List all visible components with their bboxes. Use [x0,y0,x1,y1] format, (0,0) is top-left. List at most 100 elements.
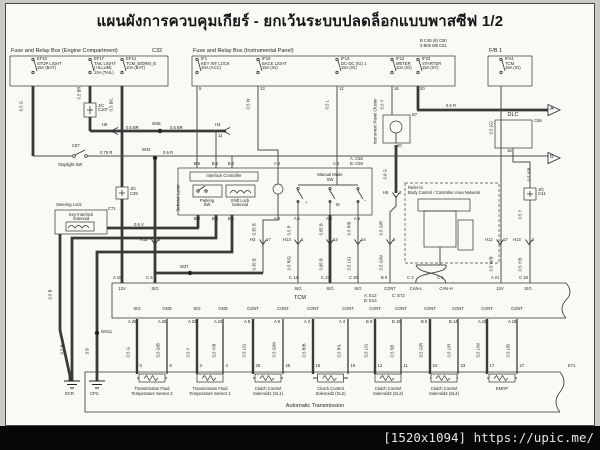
component-label: Interlock Controller [206,172,242,178]
wire-label: 0.5 BR [170,124,183,130]
connector-id: C87 [72,142,80,148]
wire-label: 0.5 B/L [108,98,114,112]
pin-id: B 9 [366,318,373,324]
schematic-page [5,3,595,426]
harness-ref: H6 [102,121,108,127]
pin-id: A 10 [113,275,122,280]
signal-label: SIG [294,285,302,291]
tcm-box [111,282,571,319]
wire-label: 0.5 BR [126,124,139,130]
pin-id: A 8 [244,318,251,324]
pin-id: B 6 [193,160,201,166]
wire-label: 0.5 L/W [475,342,481,358]
wire-label: Shift Lock [230,197,250,203]
component-label: Solenoid2 (SL2) [315,390,346,396]
harness-ref: 14 [361,237,366,242]
pin-id: C 2 [407,275,414,280]
at-symbol-glyphs [143,374,509,382]
page-title: แผนผังการควบคุมเกียร์ - ยกเว้นระบบปลดล็อ… [96,13,504,30]
fuse-id: IF13 [341,56,350,61]
harness-ref: 6 [393,237,396,242]
signal-label: CONT [277,306,289,311]
fuse-glyphs [31,57,506,75]
pin-id: A 8 [273,215,281,221]
selector-lever-box [177,167,373,216]
ground-symbols [64,380,105,389]
pin-number: 3 [199,363,202,368]
connector-id: J/C [130,186,137,191]
pin-number: 16 [315,363,321,368]
module-label: Automatic Transmission [285,402,345,409]
fuse-name: BACK LIGHT [262,60,287,66]
signal-label: CONT [369,306,381,311]
connector-id: C56 [534,118,542,123]
component-label: Solenoid1 (SL1) [252,390,284,396]
wire-label: 0.5 G [18,101,24,112]
watermark-bar: [1520x1094] https://upic.me/ [0,426,600,450]
connector-note: B: E13 [364,297,377,303]
key-interlock-solenoid-box [65,221,95,232]
module-label: TCM [294,295,306,301]
at-box [84,371,565,413]
wire-label: Solenoid [231,202,249,207]
component-label: Solenoid [72,216,90,221]
connector-id: C39 [130,190,138,196]
pin-number: 16 [507,147,512,153]
signal-label: CONT [384,285,396,291]
signal-label: CAN-L [409,285,423,291]
wire-label: 0.35 B [251,258,257,271]
fuse-id: IF12 [396,56,405,61]
pin-id: A 19 [478,318,487,324]
pin-id: A 4 [273,160,281,166]
fuse-name: KEY INT LOCK [201,60,230,66]
pin-number: 25 [285,363,291,368]
pin-number: 24 [432,363,438,368]
component-label: Selector Lever [175,184,181,212]
component-label: Key Interlock [68,211,94,217]
wire-label: 0.5 L/G [241,343,247,358]
fuse-rating: 10A (BAT) [126,65,146,71]
pin-number: 13 [260,85,265,91]
component-label: Transmission Fluid [134,385,170,391]
wire-label: 0.5 Y/B [526,167,532,182]
wire-label: 0.5 R/G [286,255,292,271]
wire-label: 0.5 R [163,149,174,155]
wire-label: 0.5 L/G [346,256,352,271]
pin-id: B 5 [421,318,428,324]
pin-id: B 1 [227,215,235,221]
harness-ref: H12 [140,237,148,242]
wire-label: Parking [199,197,215,203]
wires-thin [33,86,548,284]
component-label: Stoplight SW [58,162,83,167]
junction-id: W37 [180,263,189,269]
fuse-name: TCM_B/DRM_B [126,60,157,66]
fuse-id: IFA4 [505,56,514,61]
pin-number: 4 [225,363,228,368]
wire-label: 0.5 Y/B [211,343,217,358]
pin-id: A 24 [214,318,223,324]
signal-label: GND [218,306,228,311]
pin-id: A 9 [274,318,281,324]
component-label: Instrument Panel Cluster [372,98,378,145]
signal-label: SIG [326,285,334,291]
signal-label: CONT [424,306,436,311]
offpage-arrow-icons [547,103,562,165]
pin-number: 20 [420,85,425,91]
wire-label: 0.5 G/B [155,343,161,358]
pin-number: 6 [169,363,172,368]
wire-label: 0.5 B [47,289,53,300]
pin-id: A 1 [293,215,301,221]
signal-label: SIG [354,285,362,291]
harness-ref: H12 [485,237,493,242]
harness-ref: H3 [215,121,221,127]
component-label: Clutch Control [254,385,282,391]
signal-label: SIG [133,306,141,311]
wire-label: 0.5 R [446,102,457,108]
pin-number: 17 [489,363,495,368]
pin-id: C 14 [289,275,298,280]
